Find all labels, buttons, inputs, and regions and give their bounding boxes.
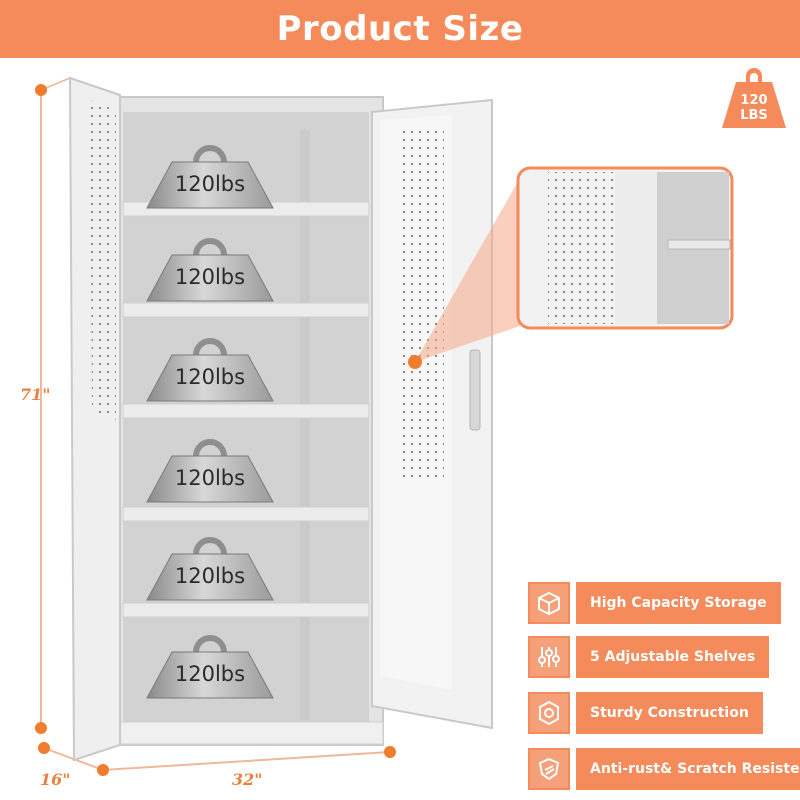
left-door	[68, 76, 121, 762]
weight	[146, 537, 274, 601]
weight-label: 120lbs	[174, 466, 246, 490]
zoom-callout	[408, 166, 734, 369]
header-banner: Product Size	[0, 0, 800, 58]
feature-anti-rust: Anti-rust& Scratch Resistent	[528, 748, 800, 790]
weight	[146, 439, 274, 503]
dimension-lines	[35, 77, 396, 776]
feature-adjustable-shelves: 5 Adjustable Shelves	[528, 636, 770, 678]
badge-line2: LBS	[740, 108, 768, 123]
width-label: 32"	[232, 770, 263, 789]
weight	[146, 238, 274, 302]
feature-label: High Capacity Storage	[576, 582, 781, 624]
weight-label: 120lbs	[174, 365, 246, 389]
weight	[146, 338, 274, 402]
weight	[146, 145, 274, 209]
weight-badge: 120 LBS	[718, 62, 790, 134]
depth-label: 16"	[40, 770, 71, 789]
badge-line1: 120	[740, 93, 768, 108]
hexagon-structure-icon	[528, 692, 570, 734]
shield-scratch-icon	[528, 748, 570, 790]
weights	[146, 145, 274, 699]
feature-high-capacity: High Capacity Storage	[528, 582, 781, 624]
weight-label: 120lbs	[174, 662, 246, 686]
weight-label: 120lbs	[174, 172, 246, 196]
weight	[146, 635, 274, 699]
weight-label: 120lbs	[174, 265, 246, 289]
weight-label: 120lbs	[174, 564, 246, 588]
feature-sturdy-construction: Sturdy Construction	[528, 692, 763, 734]
box-icon	[528, 582, 570, 624]
feature-label: Anti-rust& Scratch Resistent	[576, 748, 800, 790]
feature-label: Sturdy Construction	[576, 692, 763, 734]
right-door	[371, 98, 493, 730]
feature-label: 5 Adjustable Shelves	[576, 636, 770, 678]
height-label: 71"	[20, 385, 51, 404]
kettlebell-icon	[722, 68, 786, 128]
sliders-icon	[528, 636, 570, 678]
page-title: Product Size	[276, 9, 524, 49]
